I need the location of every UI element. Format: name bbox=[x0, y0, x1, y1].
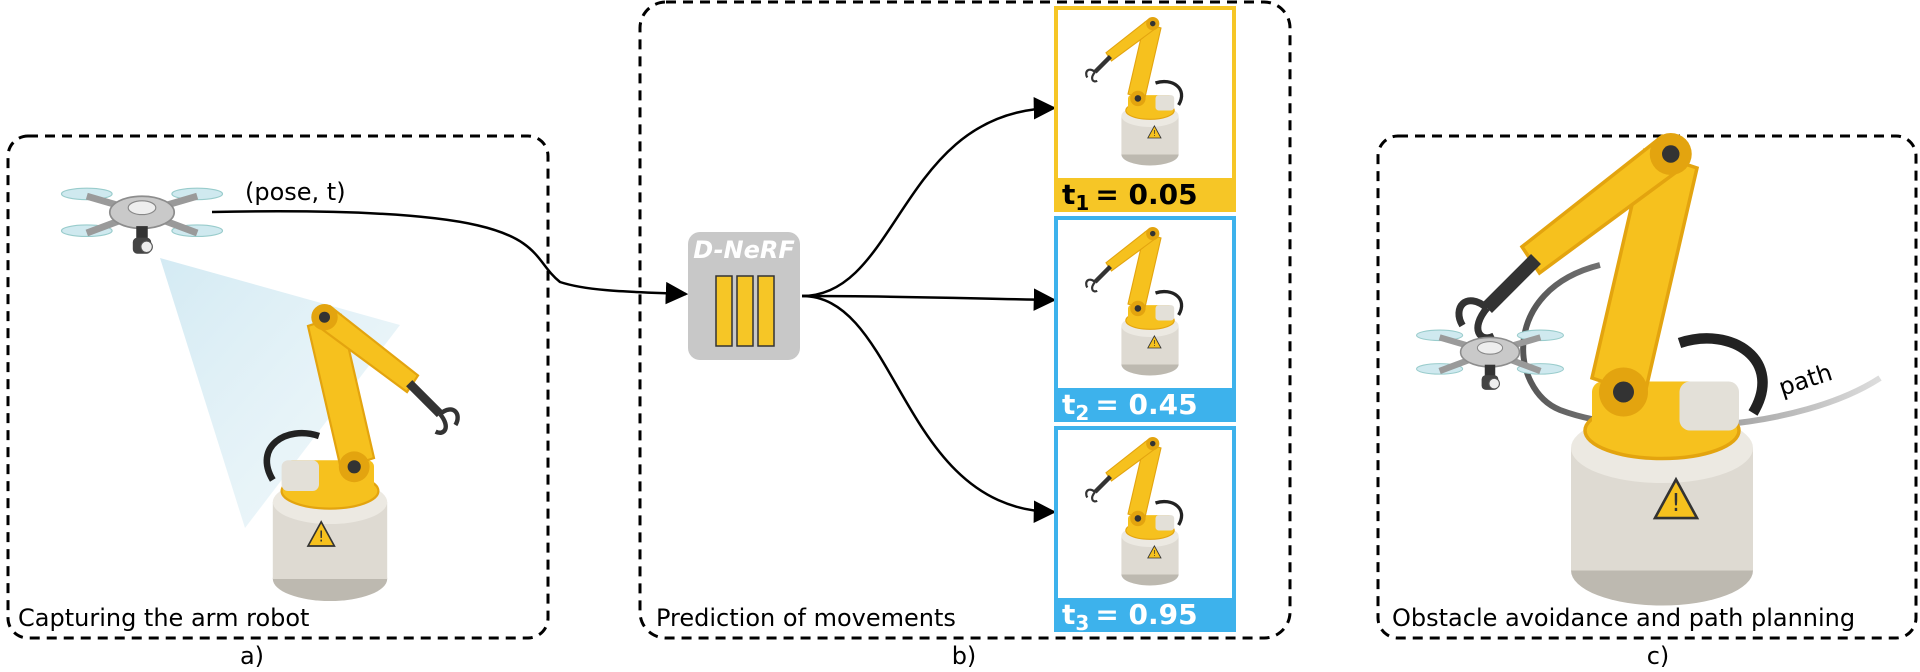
panel-b-frame bbox=[638, 0, 1292, 640]
neural-network-icon bbox=[715, 275, 775, 347]
panel-c-sublabel: c) bbox=[1647, 642, 1670, 670]
panel-b-caption: Prediction of movements bbox=[656, 604, 956, 632]
frame-t1: t1= 0.05 bbox=[1054, 6, 1236, 215]
drone-icon bbox=[62, 188, 223, 254]
robot-arm-icon bbox=[1459, 133, 1763, 606]
frame-t3-label: t3= 0.95 bbox=[1062, 598, 1198, 635]
frame-t2-label-bar bbox=[1056, 388, 1234, 420]
arrow-to-frame-3 bbox=[801, 294, 1057, 523]
arrow-to-frame-1 bbox=[801, 97, 1057, 298]
panel-c: path Obstacle avoidance and path plannin… bbox=[1376, 133, 1918, 670]
panel-a-caption: Capturing the arm robot bbox=[18, 604, 309, 632]
planned-path bbox=[1520, 262, 1882, 430]
frame-t3-label-bar bbox=[1056, 598, 1234, 630]
panel-c-caption: Obstacle avoidance and path planning bbox=[1392, 604, 1855, 632]
dnerf-model-label: D-NeRF bbox=[693, 236, 795, 264]
panel-a-sublabel: a) bbox=[240, 642, 264, 670]
panel-a-frame bbox=[6, 134, 550, 640]
frame-t2: t2= 0.45 bbox=[1054, 216, 1236, 425]
dnerf-model: D-NeRF bbox=[688, 232, 800, 360]
edge-label-pose-t: (pose, t) bbox=[245, 178, 346, 206]
frame-t3: t3= 0.95 bbox=[1054, 426, 1236, 635]
arrow-drone-to-dnerf bbox=[211, 210, 689, 305]
arrow-to-frame-2 bbox=[801, 288, 1057, 311]
panel-b: D-NeRF t1= 0.05 t2= 0.45 bbox=[638, 0, 1292, 670]
panel-a: Capturing the arm robot a) (pose, t) bbox=[6, 134, 550, 670]
frame-t2-label: t2= 0.45 bbox=[1062, 388, 1198, 425]
frame-t1-label-bar bbox=[1056, 178, 1234, 210]
frame-t1-label: t1= 0.05 bbox=[1062, 178, 1198, 215]
drone-icon bbox=[1417, 330, 1564, 390]
path-label: path bbox=[1775, 358, 1836, 401]
panel-b-sublabel: b) bbox=[952, 642, 977, 670]
